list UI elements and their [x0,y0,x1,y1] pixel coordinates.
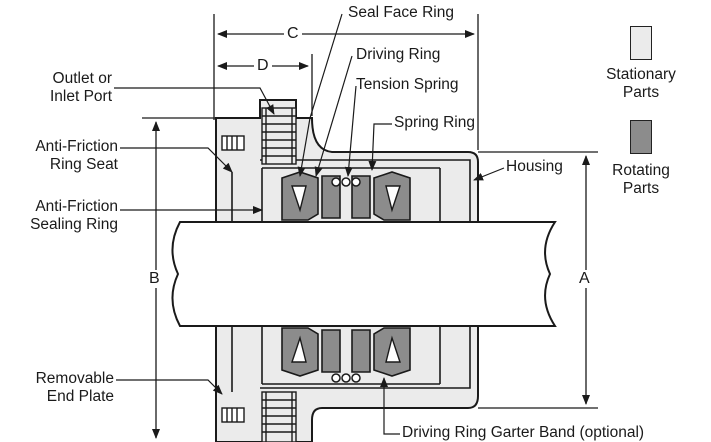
tension-spring-bottom [331,373,361,383]
label-removable-line1: Removable [35,370,114,387]
legend-stationary-line1: Stationary [606,66,676,83]
port-top [261,107,297,165]
label-af-seat-line2: Ring Seat [49,156,118,173]
label-af-sealing-line1: Anti-Friction [35,198,118,215]
label-tension-spring: Tension Spring [356,76,459,93]
label-outlet-line2: Inlet Port [49,88,112,105]
label-removable-line2: End Plate [46,388,114,405]
legend-rotating-swatch [630,120,652,154]
bolt-top [221,135,245,151]
port-bottom [261,391,297,442]
label-housing: Housing [506,158,563,175]
dimension-c: C [284,25,302,43]
legend-rotating-line2: Parts [622,180,660,197]
dimension-b: B [146,270,163,288]
label-outlet-line1: Outlet or [52,70,112,87]
dimension-a: A [576,270,593,288]
legend-rotating-label: Rotating Parts [586,162,696,198]
label-af-sealing-line2: Sealing Ring [30,216,118,233]
label-anti-friction-sealing-ring: Anti-Friction Sealing Ring [0,198,118,234]
legend-stationary-label: Stationary Parts [586,66,696,102]
bolt-bottom [221,407,245,423]
label-outlet-port: Outlet or Inlet Port [0,70,112,106]
dimension-d: D [254,57,272,75]
label-removable-end-plate: Removable End Plate [0,370,114,406]
label-spring-ring: Spring Ring [394,114,475,131]
label-anti-friction-ring-seat: Anti-Friction Ring Seat [0,138,118,174]
shaft [171,221,557,327]
label-driving-ring: Driving Ring [356,46,441,63]
legend-stationary-swatch [630,26,652,60]
legend-stationary-line2: Parts [622,84,660,101]
label-garter-band: Driving Ring Garter Band (optional) [402,424,645,441]
label-af-seat-line1: Anti-Friction [35,138,118,155]
label-seal-face-ring: Seal Face Ring [348,4,454,21]
tension-spring-top [331,177,361,187]
legend-rotating-line1: Rotating [612,162,670,179]
